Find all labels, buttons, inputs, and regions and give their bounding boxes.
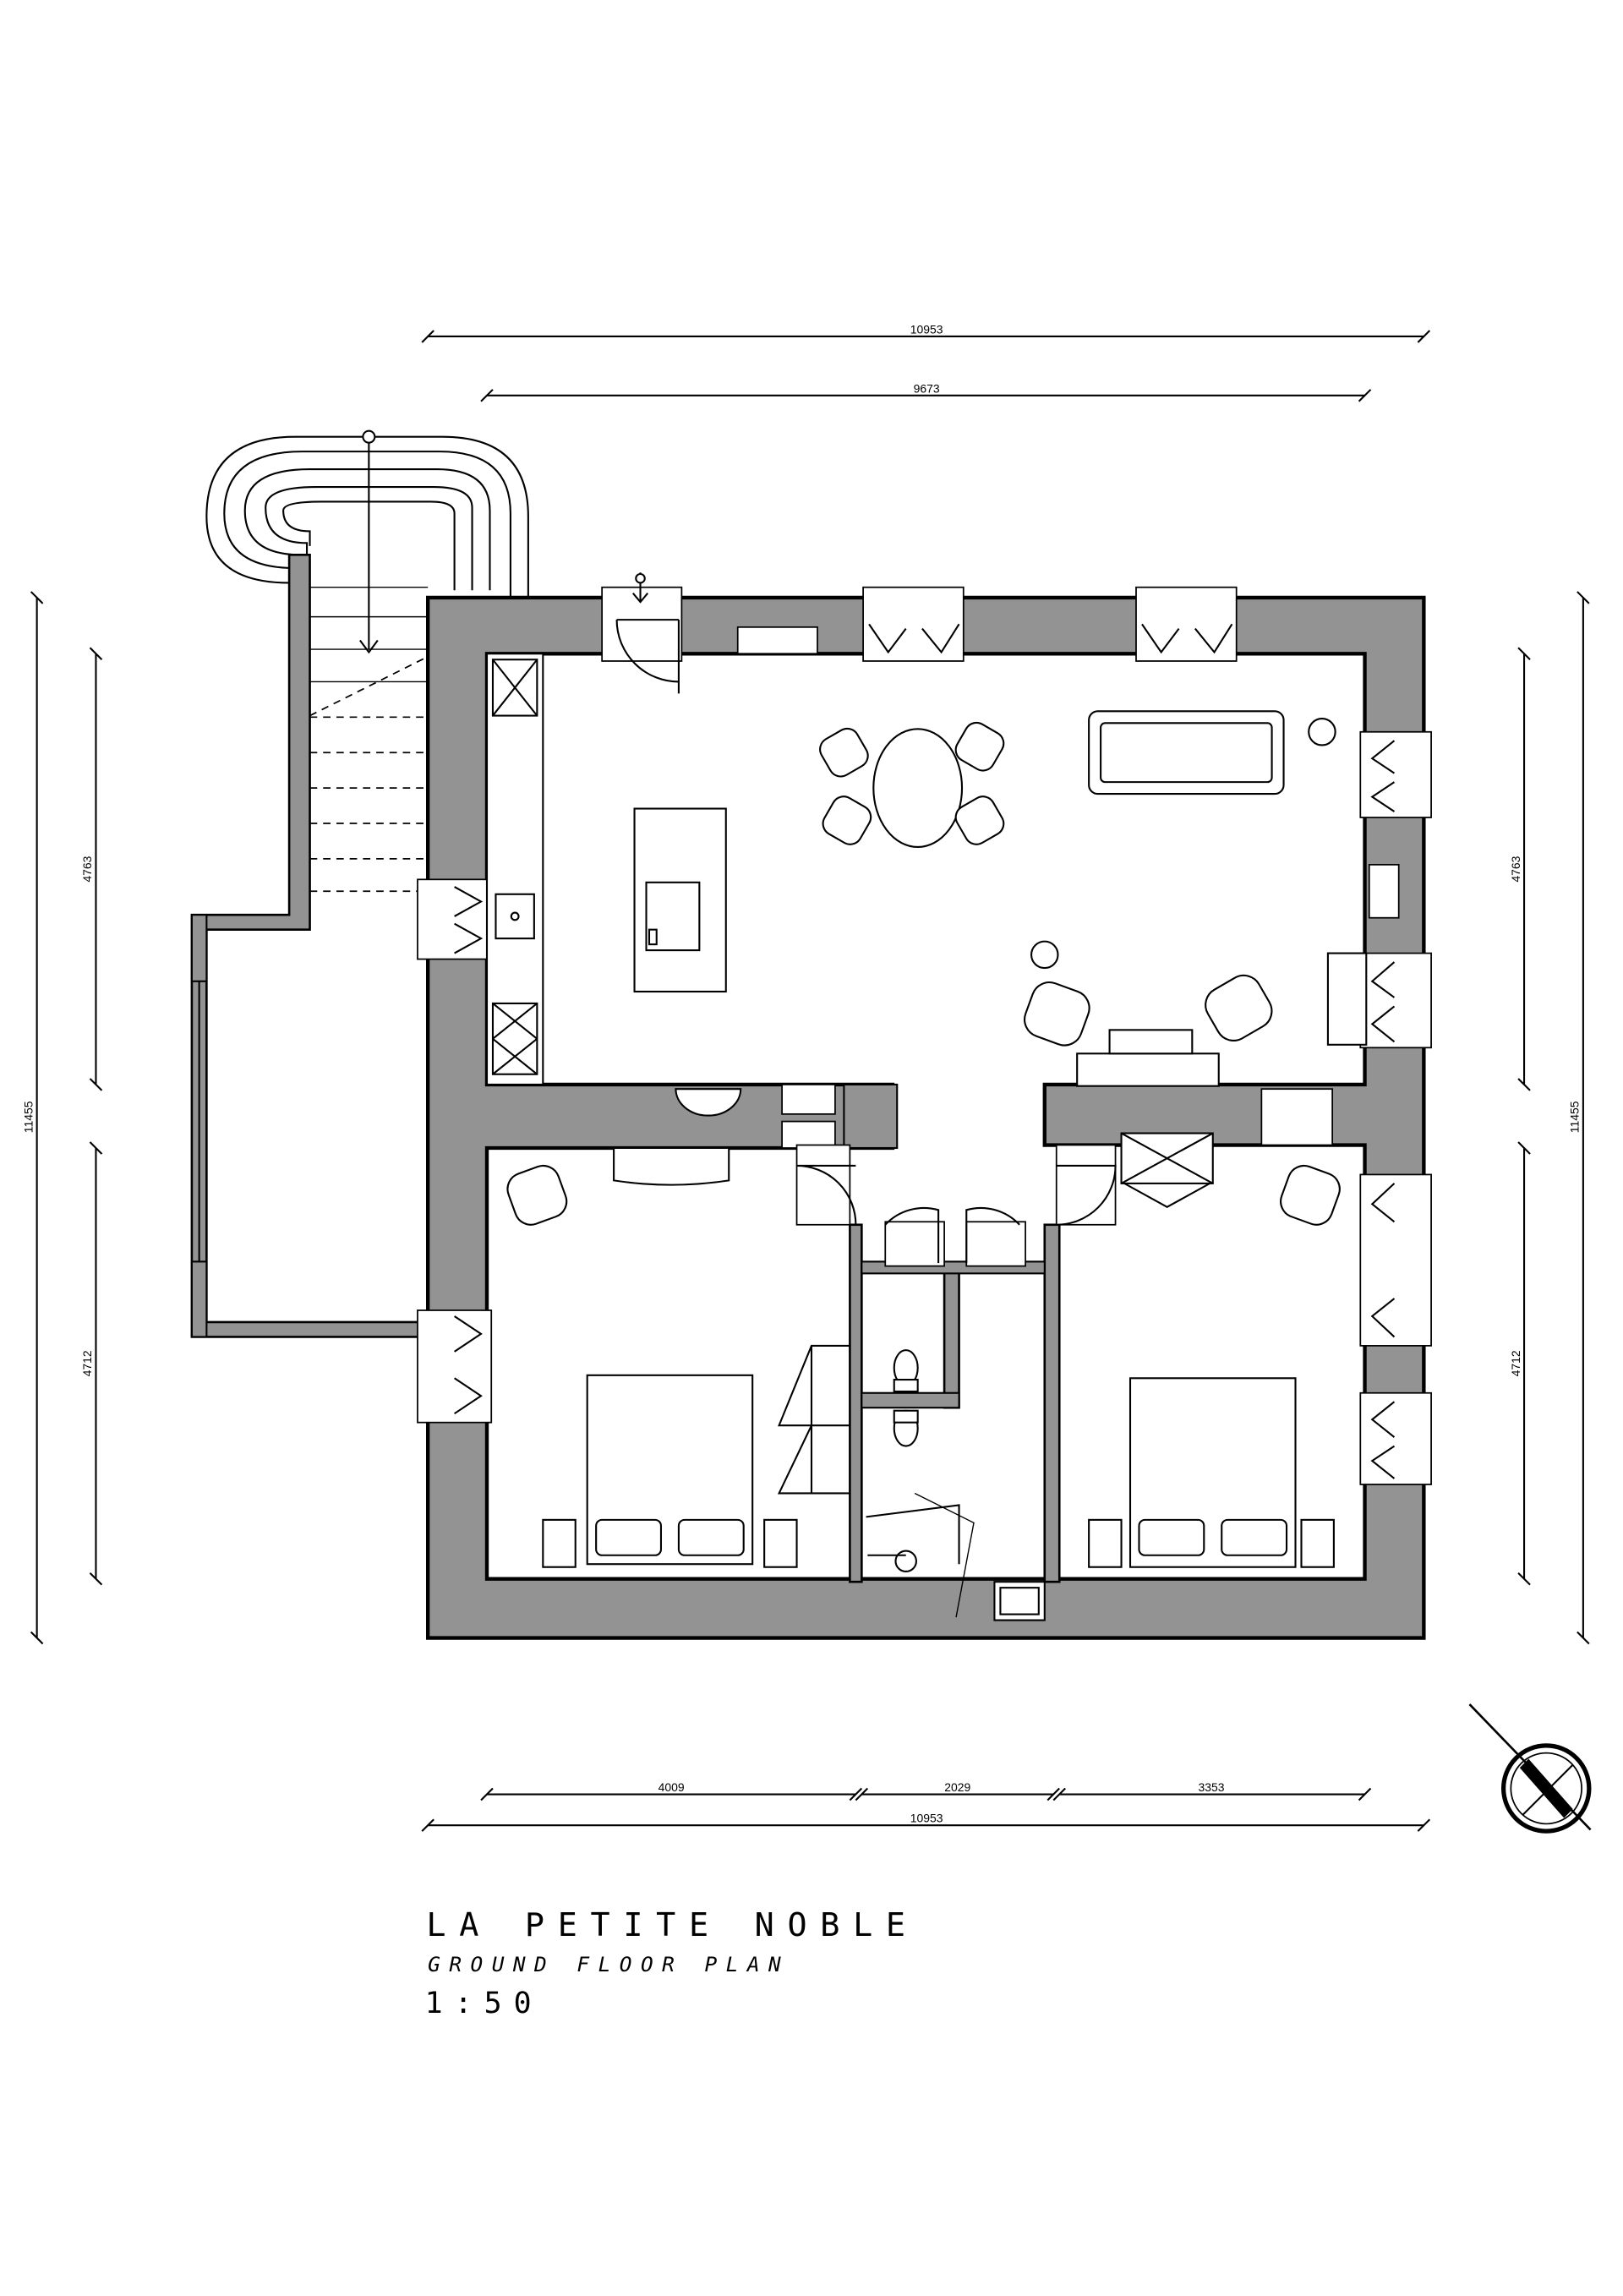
title-block: LA PETITE NOBLE GROUND FLOOR PLAN 1:50 [425,1906,918,2020]
dim-bottom-seg-2: 2029 [944,1780,970,1794]
dim-left-lower: 4712 [80,1350,94,1376]
stair-treads-hidden [309,655,429,893]
dim-bottom-seg-1: 4009 [658,1780,685,1794]
exterior-stair [190,429,529,1338]
door-swings [615,572,1117,1618]
dim-right-upper: 4763 [1509,856,1522,882]
project-title: LA PETITE NOBLE [426,1906,918,1944]
dim-top-overall: 10953 [910,322,943,336]
bathroom [867,1349,1046,1621]
kitchen-island [633,807,727,993]
window-symbols [454,623,1396,1479]
bedroom-left [506,1088,850,1568]
dim-bottom-seg-3: 3353 [1198,1780,1224,1794]
dim-right-overall: 11455 [1568,1101,1582,1133]
dim-top-inner: 9673 [914,381,940,395]
dim-bottom-overall: 10953 [910,1812,943,1825]
lounge-chairs [1024,940,1368,1087]
dim-left-upper: 4763 [80,856,94,882]
dimension-lines [30,330,1590,1832]
drawing-scale: 1:50 [425,1987,544,2020]
dim-right-lower: 4712 [1509,1350,1522,1376]
kitchen-counter [485,653,544,1085]
sofa [1088,710,1336,795]
wall-openings [417,586,1432,1485]
north-arrow-icon [1468,1703,1592,1834]
dining-set [819,721,1005,848]
dim-left-overall: 11455 [21,1101,35,1133]
dimension-labels: 10953 9673 11455 4763 4712 11455 4763 47… [21,322,1581,1824]
bedroom-right [1088,1132,1341,1568]
drawing-subtitle: GROUND FLOOR PLAN [428,1952,790,1976]
